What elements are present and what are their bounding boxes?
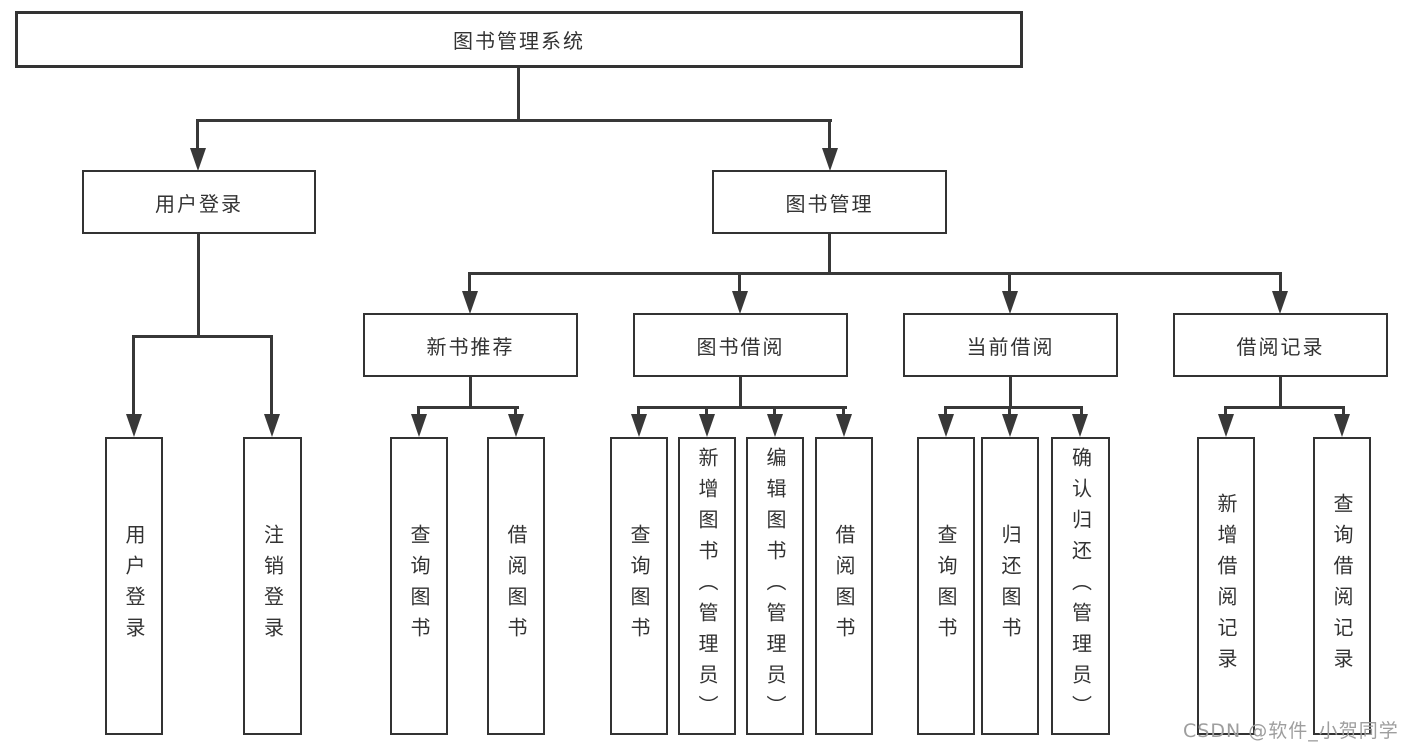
connector-vline: [739, 377, 742, 408]
connector-hline: [637, 406, 847, 409]
connector-vline: [417, 406, 420, 417]
leaf-return-book: 归还图书: [981, 437, 1039, 735]
leaf-label: 确认归还（管理员）: [1068, 446, 1093, 726]
connector-vline: [517, 68, 520, 121]
connector-vline: [828, 119, 831, 151]
connector-vline: [944, 406, 947, 417]
leaf-label: 用户登录: [122, 524, 146, 648]
leaf-logout: 注销登录: [243, 437, 302, 735]
leaf-query-books-current: 查询图书: [917, 437, 975, 735]
leaf-label: 查询借阅记录: [1330, 493, 1354, 679]
connector-arrow-down: [411, 414, 427, 437]
connector-arrow-down: [190, 148, 206, 171]
csdn-watermark: CSDN @软件_小贺同学: [1183, 720, 1399, 742]
leaf-label: 查询图书: [407, 524, 431, 648]
connector-vline: [1279, 272, 1282, 294]
node-library-management-system: 图书管理系统: [15, 11, 1023, 68]
leaf-query-books-borrowing: 查询图书: [610, 437, 668, 735]
connector-vline: [1009, 377, 1012, 408]
connector-vline: [842, 406, 845, 417]
node-label: 用户登录: [155, 191, 243, 216]
connector-arrow-down: [699, 414, 715, 437]
node-label: 借阅记录: [1236, 334, 1325, 359]
connector-arrow-down: [1002, 414, 1018, 437]
connector-arrow-down: [732, 291, 748, 314]
leaf-label: 借阅图书: [832, 524, 856, 648]
leaf-label: 查询图书: [934, 524, 958, 648]
node-label: 新书推荐: [426, 334, 515, 359]
leaf-add-book-admin: 新增图书（管理员）: [678, 437, 736, 735]
node-book-management: 图书管理: [712, 170, 947, 234]
connector-vline: [468, 272, 471, 294]
leaf-label: 归还图书: [998, 524, 1022, 648]
connector-hline: [468, 272, 1282, 275]
connector-arrow-down: [938, 414, 954, 437]
leaf-label: 编辑图书（管理员）: [763, 446, 787, 726]
node-user-login: 用户登录: [82, 170, 316, 234]
leaf-query-books-recommend: 查询图书: [390, 437, 448, 735]
connector-vline: [514, 406, 517, 417]
node-label: 当前借阅: [966, 334, 1055, 359]
connector-arrow-down: [631, 414, 647, 437]
node-label: 图书管理系统: [453, 29, 585, 53]
node-current-borrowing: 当前借阅: [903, 313, 1118, 377]
node-label: 图书借阅: [696, 334, 785, 359]
connector-vline: [828, 234, 831, 275]
connector-vline: [132, 335, 135, 415]
connector-arrow-down: [822, 148, 838, 171]
connector-vline: [1279, 377, 1282, 408]
leaf-query-borrow-record: 查询借阅记录: [1313, 437, 1371, 735]
connector-vline: [705, 406, 708, 417]
connector-vline: [1342, 406, 1345, 417]
connector-vline: [1080, 406, 1083, 417]
leaf-label: 查询图书: [627, 524, 651, 648]
leaf-label: 新增借阅记录: [1214, 493, 1238, 679]
leaf-label: 新增图书（管理员）: [695, 446, 719, 726]
connector-arrow-down: [767, 414, 783, 437]
connector-arrow-down: [1002, 291, 1018, 314]
connector-arrow-down: [1218, 414, 1234, 437]
connector-arrow-down: [508, 414, 524, 437]
leaf-edit-book-admin: 编辑图书（管理员）: [746, 437, 804, 735]
leaf-label: 注销登录: [260, 524, 285, 648]
node-label: 图书管理: [785, 191, 874, 216]
connector-hline: [132, 335, 273, 338]
connector-vline: [197, 234, 200, 338]
leaf-borrow-books-recommend: 借阅图书: [487, 437, 545, 735]
connector-vline: [1008, 272, 1011, 294]
connector-vline: [773, 406, 776, 417]
node-new-book-recommendation: 新书推荐: [363, 313, 578, 377]
node-book-borrowing: 图书借阅: [633, 313, 848, 377]
connector-vline: [637, 406, 640, 417]
leaf-add-borrow-record: 新增借阅记录: [1197, 437, 1255, 735]
connector-vline: [196, 119, 199, 151]
leaf-borrow-books-borrowing: 借阅图书: [815, 437, 873, 735]
connector-vline: [738, 272, 741, 294]
connector-arrow-down: [1334, 414, 1350, 437]
connector-vline: [270, 335, 273, 415]
node-borrowing-records: 借阅记录: [1173, 313, 1388, 377]
connector-vline: [1008, 406, 1011, 417]
leaf-label: 借阅图书: [504, 524, 528, 648]
connector-vline: [1224, 406, 1227, 417]
connector-hline: [417, 406, 519, 409]
connector-arrow-down: [126, 414, 142, 437]
leaf-confirm-return-admin: 确认归还（管理员）: [1051, 437, 1110, 735]
connector-hline: [1224, 406, 1345, 409]
leaf-user-login: 用户登录: [105, 437, 163, 735]
connector-arrow-down: [836, 414, 852, 437]
connector-hline: [944, 406, 1083, 409]
connector-arrow-down: [462, 291, 478, 314]
connector-arrow-down: [1272, 291, 1288, 314]
connector-arrow-down: [264, 414, 280, 437]
connector-hline: [196, 119, 832, 122]
connector-vline: [469, 377, 472, 408]
connector-arrow-down: [1072, 414, 1088, 437]
